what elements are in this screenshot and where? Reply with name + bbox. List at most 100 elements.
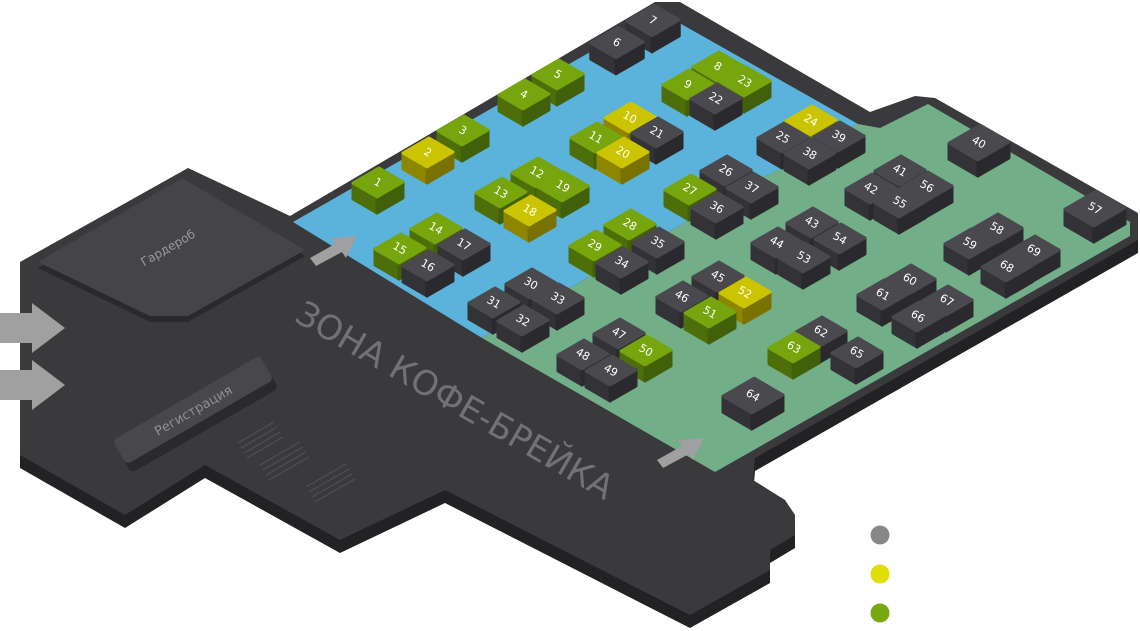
wardrobe-area[interactable]: Гардероб: [38, 178, 305, 322]
booth-64[interactable]: 64: [721, 376, 785, 431]
booth-7[interactable]: 7: [625, 3, 681, 54]
booth-number: 52: [735, 283, 754, 301]
booth-number: 18: [520, 201, 539, 219]
booth-number: 34: [612, 253, 631, 271]
booth-53[interactable]: 53: [777, 241, 831, 290]
booth-top: [980, 250, 1034, 283]
booth-top: [625, 3, 681, 38]
booth-top: [725, 171, 779, 204]
booth-number: 17: [454, 235, 473, 253]
booth-number: 65: [847, 343, 866, 361]
booth-top: [655, 280, 709, 313]
booth-number: 31: [484, 293, 503, 311]
booth-number: 67: [937, 291, 956, 309]
booth-51[interactable]: 51: [683, 296, 737, 345]
booth-number: 49: [601, 361, 620, 379]
booth-2[interactable]: 2: [401, 136, 455, 185]
booth-number: 46: [672, 287, 691, 305]
booth-top: [584, 354, 638, 387]
booth-68[interactable]: 68: [980, 250, 1034, 299]
booth-top: [691, 260, 745, 293]
booth-top: [844, 172, 898, 205]
booth-22[interactable]: 22: [689, 82, 743, 131]
booth-number: 12: [527, 163, 546, 181]
booth-40[interactable]: 40: [947, 123, 1011, 178]
booth-number: 10: [620, 108, 639, 126]
booth-18[interactable]: 18: [503, 194, 557, 243]
booth-number: 50: [636, 341, 655, 359]
booth-50[interactable]: 50: [619, 334, 673, 383]
booth-top: [891, 300, 945, 333]
booth-number: 54: [830, 229, 849, 247]
booth-number: 28: [620, 215, 639, 233]
booth-top: [603, 101, 657, 134]
booth-36[interactable]: 36: [690, 191, 744, 240]
booth-34[interactable]: 34: [595, 246, 649, 295]
booth-4[interactable]: 4: [497, 78, 551, 127]
booth-top: [920, 284, 974, 317]
booth-number: 20: [613, 143, 632, 161]
booth-number: 21: [647, 123, 666, 141]
booth-46[interactable]: 46: [655, 280, 709, 329]
booth-top: [777, 241, 831, 274]
booth-63[interactable]: 63: [767, 331, 821, 380]
booth-number: 26: [716, 161, 735, 179]
booth-number: 69: [1024, 241, 1043, 259]
booth-54[interactable]: 54: [813, 222, 867, 271]
booth-number: 68: [997, 257, 1016, 275]
booth-top: [503, 194, 557, 227]
booth-57[interactable]: 57: [1063, 189, 1127, 244]
booth-21[interactable]: 21: [630, 116, 684, 165]
booth-top: [750, 226, 804, 259]
booth-top: [531, 282, 585, 315]
booth-top: [856, 278, 910, 311]
booth-number: 32: [513, 311, 532, 329]
booth-top: [873, 154, 927, 187]
booth-top: [699, 154, 753, 187]
booth-11[interactable]: 11: [569, 121, 623, 170]
booth-top: [1063, 189, 1127, 228]
booth-top: [947, 123, 1011, 162]
booth-35[interactable]: 35: [631, 226, 685, 275]
booth-number: 42: [861, 179, 880, 197]
booth-top: [785, 206, 839, 239]
booth-number: 39: [829, 127, 848, 145]
booth-top: [718, 65, 772, 98]
booth-49[interactable]: 49: [584, 354, 638, 403]
booth-number: 23: [735, 72, 754, 90]
booth-number: 44: [767, 233, 786, 251]
direction-arrow-icon: [657, 438, 704, 468]
booth-55[interactable]: 55: [873, 186, 927, 235]
booth-6[interactable]: 6: [589, 25, 645, 76]
booth-66[interactable]: 66: [891, 300, 945, 349]
booth-top: [830, 336, 884, 369]
booth-number: 53: [794, 248, 813, 266]
entrance-arrow-icon: [0, 303, 65, 353]
booth-top: [630, 116, 684, 149]
booth-number: 14: [426, 219, 445, 237]
booth-number: 24: [801, 111, 820, 129]
booth-top: [718, 276, 772, 309]
entrance-arrow-icon: [0, 360, 65, 410]
booth-number: 37: [742, 178, 761, 196]
booth-number: 62: [811, 322, 830, 340]
booth-number: 64: [743, 386, 762, 404]
booth-59[interactable]: 59: [943, 227, 997, 276]
booth-number: 47: [609, 324, 628, 342]
booth-38[interactable]: 38: [783, 137, 837, 186]
booth-19[interactable]: 19: [536, 170, 590, 219]
booth-20[interactable]: 20: [596, 136, 650, 185]
booth-1[interactable]: 1: [351, 166, 405, 215]
booth-61[interactable]: 61: [856, 278, 910, 327]
booth-32[interactable]: 32: [496, 304, 550, 353]
booth-top: [536, 170, 590, 203]
booth-number: 40: [969, 133, 988, 151]
booth-16[interactable]: 16: [401, 249, 455, 298]
booth-52[interactable]: 52: [718, 276, 772, 325]
booth-number: 51: [700, 303, 719, 321]
booth-top: [467, 286, 521, 319]
booth-65[interactable]: 65: [830, 336, 884, 385]
booth-top: [531, 58, 585, 91]
booth-number: 36: [707, 198, 726, 216]
